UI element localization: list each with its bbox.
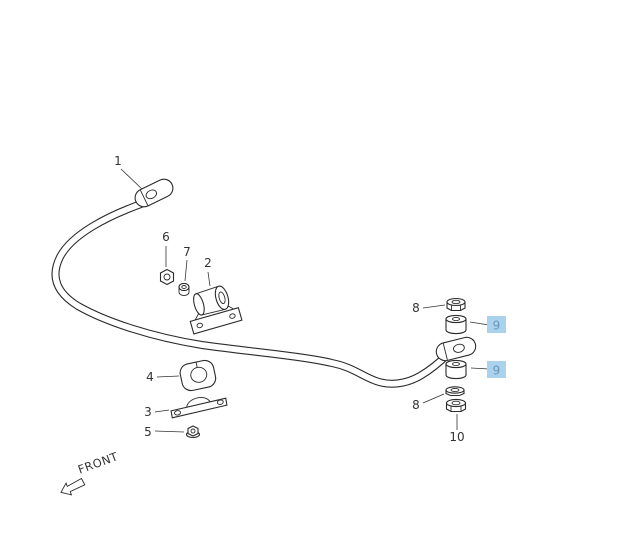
front-label: FRONT — [76, 449, 120, 477]
bushing-part4 — [179, 359, 217, 392]
highlight-box-top[interactable] — [487, 316, 506, 333]
callout-9-top[interactable]: 9 — [493, 319, 501, 333]
callout-2: 2 — [204, 256, 212, 270]
highlight-box-bottom[interactable] — [487, 361, 506, 378]
clamp-bracket-part2 — [189, 285, 243, 335]
bolt-part5 — [185, 425, 201, 439]
callout-8-bottom: 8 — [412, 398, 420, 412]
bushing-part9-bottom — [445, 359, 467, 380]
callout-9-bottom[interactable]: 9 — [493, 364, 501, 378]
bushing-part9-top — [445, 314, 467, 335]
callout-9-bottom-highlight[interactable]: 9 — [487, 361, 506, 378]
callout-4: 4 — [146, 370, 154, 384]
callout-1: 1 — [114, 154, 122, 168]
callout-5: 5 — [144, 425, 152, 439]
washer-part7 — [178, 282, 190, 296]
bar-end-eye-left — [134, 178, 174, 208]
bracket-part3 — [170, 397, 228, 419]
front-indicator: FRONT — [60, 449, 120, 496]
stabilizer-bar — [51, 200, 452, 388]
nut-part10 — [445, 398, 467, 413]
callout-7: 7 — [183, 245, 191, 259]
leader-lines — [120, 168, 490, 433]
callout-10: 10 — [449, 430, 464, 444]
callout-6: 6 — [162, 230, 170, 244]
bar-end-eye-right — [435, 336, 477, 362]
nut-part8-top — [446, 297, 466, 312]
callout-3: 3 — [144, 405, 152, 419]
washer-part8-bottom — [445, 386, 465, 397]
callout-9-top-highlight[interactable]: 9 — [487, 316, 506, 333]
nut-part6 — [159, 268, 175, 286]
callout-8-top: 8 — [412, 301, 420, 315]
front-arrow-icon — [60, 477, 86, 496]
